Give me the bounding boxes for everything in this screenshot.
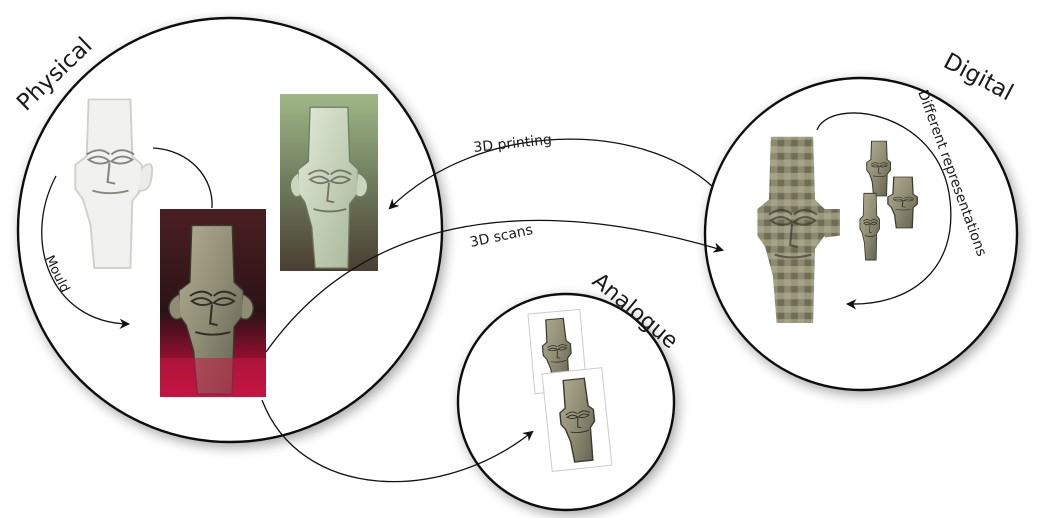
printed-photo xyxy=(280,94,378,271)
printing-label: 3D printing xyxy=(473,132,553,156)
museum-photo xyxy=(160,209,266,397)
scans-label: 3D scans xyxy=(469,222,535,251)
analogue-card-2 xyxy=(542,368,612,472)
digital-label: Digital xyxy=(939,48,1017,106)
